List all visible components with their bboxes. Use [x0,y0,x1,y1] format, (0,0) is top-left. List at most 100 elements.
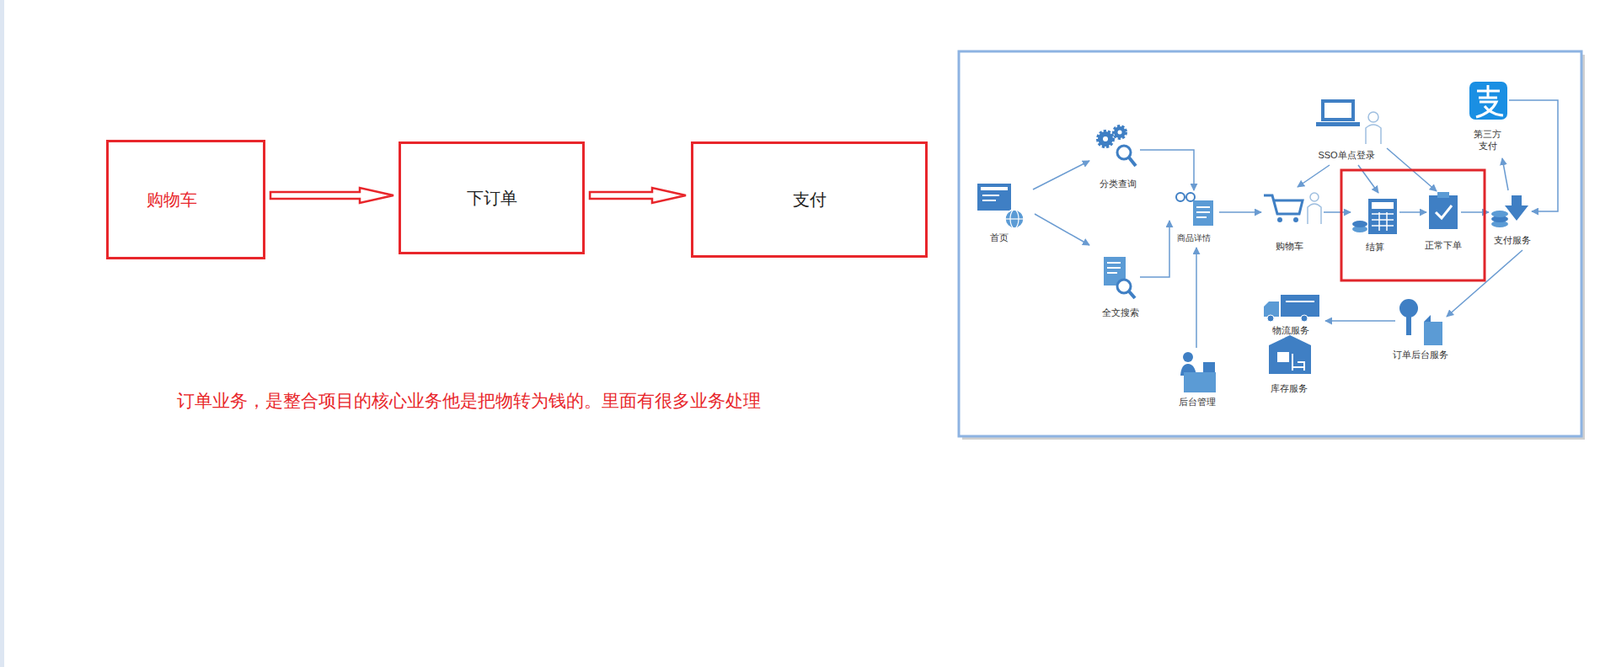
full-text-search-icon-part [1117,279,1131,294]
full-text-search-icon-part [1107,272,1118,274]
flow-arrows-part [1399,211,1427,214]
process-box: 购物车 [106,139,266,260]
note-text: 订单业务，是整合项目的核心业务他是把物转为钱的。里面有很多业务处理 [176,389,761,413]
category-query-icon-part [1102,136,1108,142]
inventory-icon [1268,335,1312,375]
checkout-icon-part [1368,198,1397,235]
hollow-arrow [589,187,686,204]
flow-arrows-part [1139,220,1170,278]
flow-arrows-part [1219,211,1262,214]
product-detail-icon-part [1193,200,1214,226]
process-box: 下订单 [398,141,585,255]
home-icon [977,183,1024,229]
checkout-icon-part [1352,220,1368,228]
home-icon-part [980,187,1008,191]
icon-caption: 第三方 支付 [1472,128,1504,153]
icon-caption: SSO单点登录 [1317,149,1375,161]
flow-arrows-part [1323,211,1351,214]
category-query-icon-part [1113,126,1126,139]
checkout-icon-part [1371,212,1394,231]
flow-arrows-part [1502,158,1509,191]
order-backend-icon-part [1423,321,1443,346]
category-query-icon-part [1118,130,1123,135]
place-order-icon-part [1428,195,1458,230]
cart-icon-part [1310,192,1319,202]
inventory-icon-part [1277,352,1290,363]
full-text-search-icon-part [1107,262,1121,264]
logistics-icon-part [1280,294,1320,317]
flow-arrows-part [1297,165,1330,188]
box-label: 购物车 [146,189,198,210]
alipay-logo [1469,81,1508,120]
full-text-search-icon-part [1107,267,1121,269]
icon-caption: 商品详情 [1177,232,1211,244]
home-icon-part [1005,218,1024,220]
alipay-logo-part [1476,85,1504,118]
logistics-icon [1263,294,1320,322]
product-detail-icon-part [1176,192,1185,202]
sso-login-icon-part [1368,112,1379,123]
icon-caption: 结算 [1365,240,1385,253]
logistics-icon-part [1263,301,1279,317]
illustration-frame [958,51,1585,440]
alipay-logo-part [1469,81,1508,120]
flow-arrows [1032,100,1558,348]
admin-icon-part [1183,372,1216,393]
product-detail-icon-part [1196,216,1207,219]
logistics-icon-part [1300,315,1308,322]
admin-icon-part [1203,362,1215,373]
product-detail-icon [1176,192,1214,226]
place-order-icon-part [1437,192,1450,198]
checkout-icon-part [1371,202,1394,209]
sso-login-icon-part [1316,122,1360,127]
home-icon-part [1005,209,1024,229]
payment-service-icon-part [1504,195,1529,221]
icon-caption: 首页 [989,231,1009,244]
box-label: 下订单 [466,187,518,209]
icon-caption: 库存服务 [1270,382,1308,395]
order-backend-icon-part [1406,316,1412,336]
place-order-icon [1428,192,1458,230]
highlight-box [1341,170,1485,281]
process-box: 支付 [690,141,928,258]
illustration-frame-part [958,51,1582,437]
inventory-icon-part [1292,353,1305,371]
order-backend-icon-part [1399,299,1419,318]
flow-arrows-part [1034,214,1090,246]
sso-login-icon-part [1365,124,1381,145]
place-order-icon-part [1435,205,1452,219]
payment-service-icon-part [1491,210,1509,218]
logistics-icon-part [1285,300,1315,303]
flow-arrows-part [1139,149,1194,191]
cart-icon [1263,192,1322,225]
sso-login-icon-part [1321,99,1355,122]
flow-arrows-part [1509,100,1558,212]
home-icon-part [977,183,1012,211]
flow-arrows-part [1032,160,1090,190]
flow-arrows-part [1195,247,1198,348]
order-backend-icon-part [1423,315,1431,322]
icon-caption: 后台管理 [1178,395,1216,408]
product-detail-icon-part [1186,192,1195,202]
home-icon-part [982,194,1000,197]
box-label: 支付 [792,189,827,210]
sso-login-icon-part [1324,102,1352,118]
flow-arrows-part [1325,320,1396,322]
cart-icon-part [1307,203,1322,225]
full-text-search-icon-part [1129,291,1135,299]
cart-icon-part [1263,195,1303,215]
product-detail-icon-part [1196,211,1210,214]
icon-caption: 全文搜索 [1102,306,1140,319]
product-detail-icon-part [1196,206,1210,209]
home-icon-part [982,199,996,202]
cart-icon-part [1293,217,1299,223]
icon-caption: 物流服务 [1272,324,1310,337]
logistics-icon-part [1267,315,1274,322]
icon-caption: 正常下单 [1424,239,1462,252]
payment-service-icon [1491,195,1529,228]
inventory-icon-part [1268,335,1312,375]
cart-icon-part [1277,217,1283,223]
